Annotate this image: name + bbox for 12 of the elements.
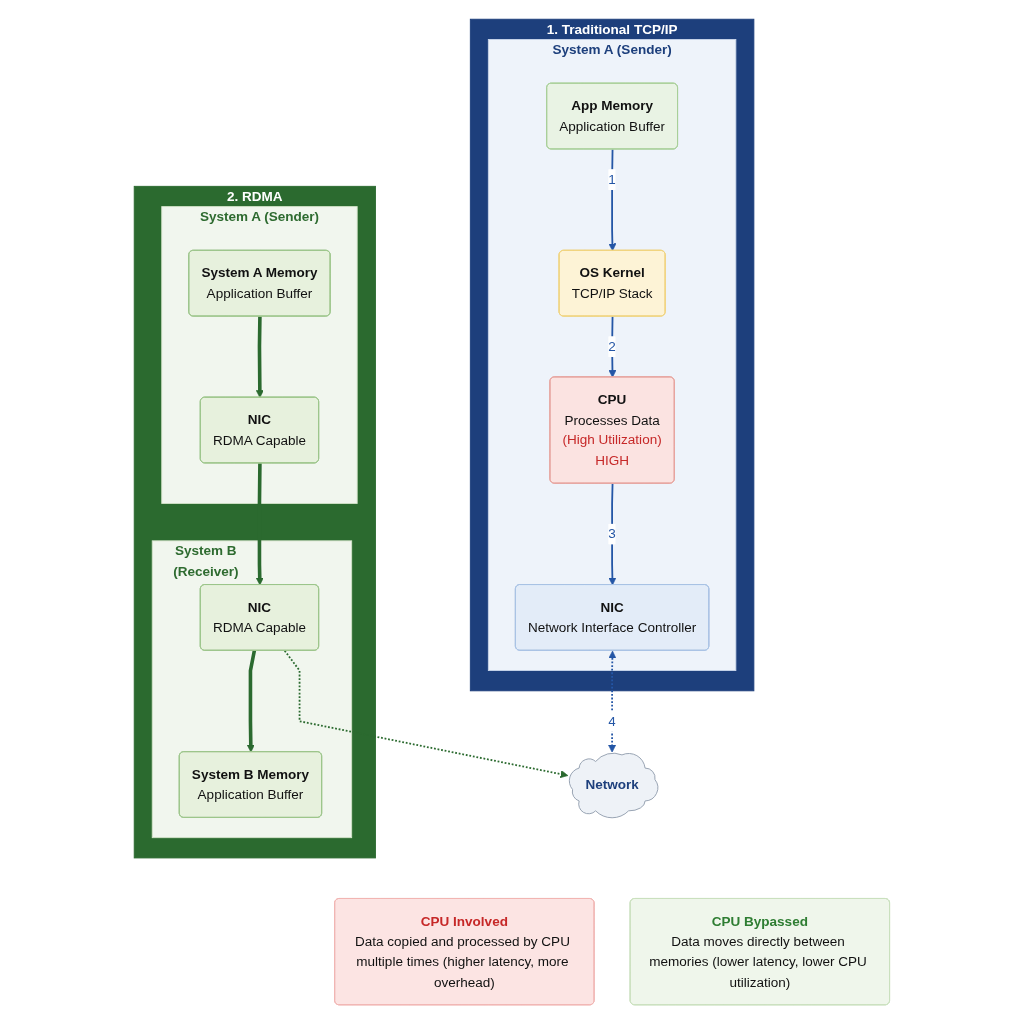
edge-label: 1 [608,171,616,187]
arrow [246,650,257,753]
arrow [283,649,569,778]
arrow [608,148,617,252]
arrow [256,316,264,398]
edge-label: 4 [608,712,616,729]
arrow [608,315,617,378]
arrow [608,650,617,753]
edge-label: 3 [608,525,616,541]
arrow [255,463,264,586]
edge-label: 2 [608,338,616,354]
arrow [608,482,617,586]
